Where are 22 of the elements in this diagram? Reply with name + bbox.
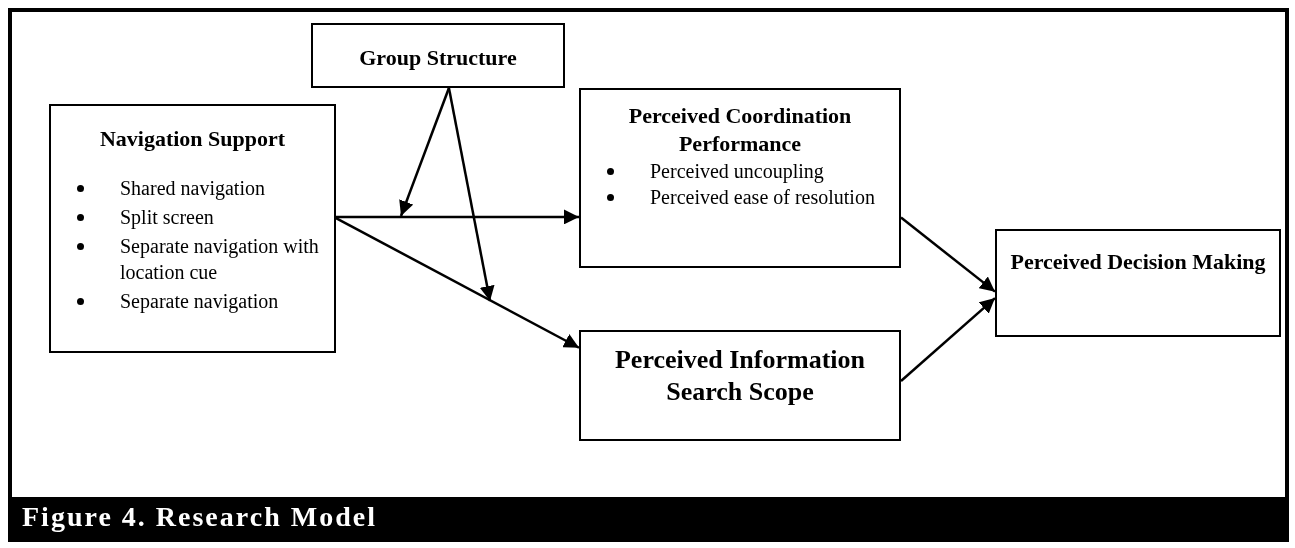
arrow xyxy=(335,216,580,349)
concept-box xyxy=(311,23,565,88)
bullet-text: Perceived ease of resolution xyxy=(650,185,875,210)
bullet-text: Shared navigation xyxy=(120,176,265,201)
bullet-text: Separate navigation with location cue xyxy=(120,234,320,285)
arrow xyxy=(336,209,579,225)
box-heading: Navigation Support xyxy=(99,125,286,153)
arrow xyxy=(900,297,996,382)
box-heading: Perceived Coordination Performance xyxy=(627,102,853,158)
box-heading: Group Structure xyxy=(359,44,517,72)
concept-box xyxy=(579,330,901,441)
bullet-text: Separate navigation xyxy=(120,289,279,314)
arrow xyxy=(447,87,495,302)
concept-box xyxy=(49,104,336,353)
box-heading: Perceived Information Search Scope xyxy=(613,344,867,408)
concept-box xyxy=(995,229,1281,337)
bullet-text: Perceived uncoupling xyxy=(650,159,824,184)
concept-box xyxy=(579,88,901,268)
arrow xyxy=(900,216,996,293)
box-heading: Perceived Decision Making xyxy=(1010,248,1266,276)
arrow xyxy=(399,87,451,217)
bullet-text: Split screen xyxy=(120,205,214,230)
